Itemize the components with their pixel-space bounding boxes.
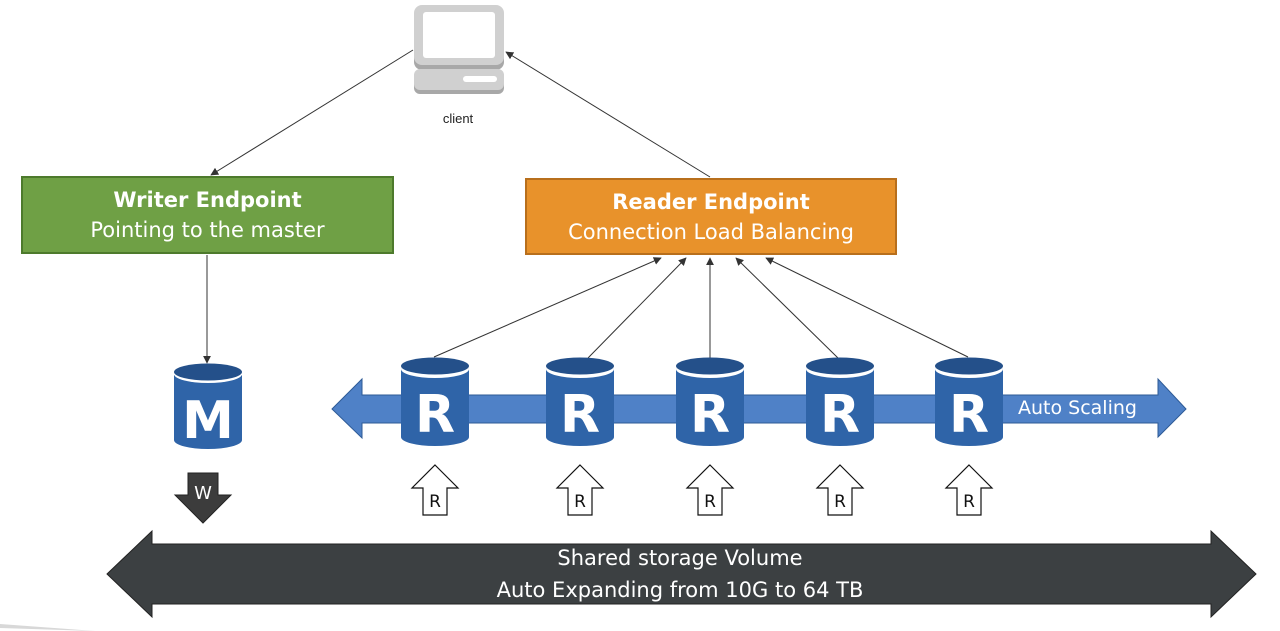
- read-arrow-label: R: [704, 492, 716, 512]
- master-db-icon: M: [174, 363, 242, 451]
- desktop-computer-icon: [414, 5, 504, 94]
- shadow-decoration: [0, 624, 95, 631]
- writer-endpoint-title: Writer Endpoint: [113, 188, 302, 212]
- read-arrow-label: R: [429, 492, 441, 512]
- replica-1-to-reader-arrow: [433, 257, 662, 358]
- writer-endpoint-box: Writer Endpoint Pointing to the master: [21, 176, 394, 254]
- write-arrow-label: W: [194, 483, 212, 504]
- client-to-writer-arrow: [210, 49, 414, 176]
- replica-db-icon: R: [676, 357, 744, 446]
- reader-to-client-arrow: [505, 51, 711, 178]
- replica-db-icon: R: [401, 357, 469, 446]
- read-arrow-icon: R: [944, 464, 994, 516]
- master-letter: M: [182, 391, 234, 451]
- write-arrow-icon: W: [173, 472, 233, 524]
- reader-endpoint-title: Reader Endpoint: [612, 189, 810, 214]
- read-arrow-label: R: [963, 492, 975, 512]
- read-arrow-label: R: [574, 492, 586, 512]
- replica-letter: R: [560, 385, 600, 445]
- auto-scaling-label: Auto Scaling: [1018, 397, 1137, 419]
- shared-storage-arrow: [106, 529, 1257, 619]
- replica-db-icon: R: [806, 357, 874, 446]
- storage-title: Shared storage Volume: [557, 546, 803, 570]
- replica-4-to-reader-arrow: [735, 257, 839, 359]
- writer-endpoint-subtitle: Pointing to the master: [90, 218, 325, 242]
- replica-letter: R: [415, 385, 455, 445]
- read-arrow-icon: R: [685, 464, 735, 516]
- storage-subtitle: Auto Expanding from 10G to 64 TB: [496, 578, 864, 602]
- replica-db-icon: R: [935, 357, 1003, 446]
- reader-endpoint-subtitle: Connection Load Balancing: [568, 219, 854, 244]
- replica-letter: R: [820, 385, 860, 445]
- read-arrow-icon: R: [815, 464, 865, 516]
- read-arrow-label: R: [834, 492, 846, 512]
- replica-letter: R: [949, 385, 989, 445]
- client-label: client: [442, 111, 474, 126]
- replica-letter: R: [690, 385, 730, 445]
- replica-2-to-reader-arrow: [587, 257, 687, 359]
- replica-db-icon: R: [546, 357, 614, 446]
- replica-5-to-reader-arrow: [765, 257, 969, 358]
- read-arrow-icon: R: [410, 464, 460, 516]
- read-arrow-icon: R: [555, 464, 605, 516]
- auto-scaling-arrow: [331, 377, 1187, 440]
- reader-endpoint-box: Reader Endpoint Connection Load Balancin…: [525, 178, 897, 255]
